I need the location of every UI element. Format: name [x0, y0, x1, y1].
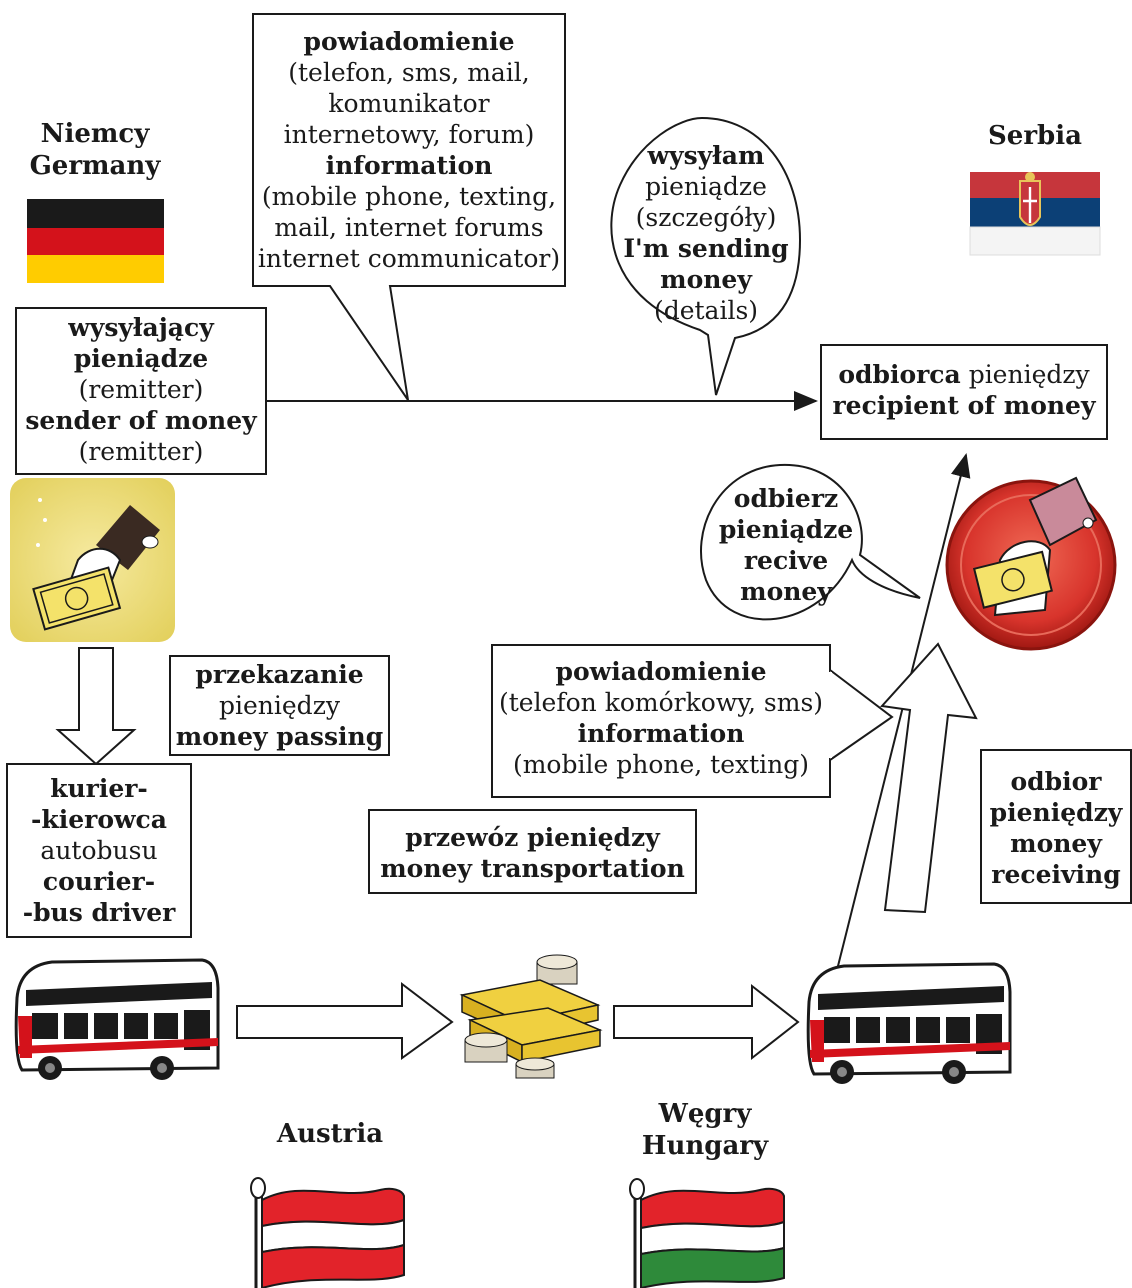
money-stack-icon	[459, 954, 603, 1079]
germany-pl: Niemcy	[40, 119, 150, 149]
transport-box-text: przewóz pieniędzy money transportation	[380, 823, 685, 883]
courier-box	[6, 763, 192, 938]
block-arrow-up	[879, 642, 978, 914]
courier-box-text: kurier- -kierowca autobusu courier- -bus…	[22, 774, 176, 927]
germany-flag	[27, 199, 164, 283]
info-box-2-pointer	[829, 669, 894, 761]
block-arrow-right-2	[613, 983, 800, 1061]
bubble-sending-text: wysyłam pieniądze (szczegóły) I'm sendin…	[623, 141, 789, 325]
block-arrow-right-1	[236, 981, 454, 1060]
passing-box-text: przekazanie pieniędzy money passing	[175, 660, 384, 751]
sender-box	[15, 307, 267, 475]
hand-receiving-money-icon	[945, 476, 1117, 651]
serbia-coat-of-arms	[1019, 172, 1041, 226]
money-transportation-box	[368, 809, 697, 894]
label-serbia: Serbia	[988, 121, 1082, 151]
hand-giving-money-icon	[10, 478, 175, 642]
bus-icon	[806, 962, 1012, 1084]
bus-icon	[14, 958, 220, 1080]
label-hungary: Węgry Hungary	[641, 1099, 769, 1161]
info-box-2	[491, 644, 831, 798]
speech-bubble-info-top	[252, 13, 566, 401]
speech-bubble-receive	[700, 463, 921, 621]
block-arrow-down	[55, 647, 137, 766]
austria-flag	[250, 1177, 405, 1288]
sender-box-text: wysyłający pieniądze (remitter) sender o…	[25, 313, 257, 466]
money-passing-box	[169, 655, 390, 756]
germany-en: Germany	[29, 151, 161, 181]
label-germany: Niemcy Germany	[20, 118, 170, 182]
label-austria: Austria	[276, 1119, 384, 1149]
money-receiving-box	[980, 749, 1132, 904]
receiving-box-text: odbior pieniędzy money receiving	[989, 767, 1123, 889]
bubble-top-text: powiadomienie (telefon, sms, mail, komun…	[257, 27, 561, 273]
info-box-2-text: powiadomienie (telefon komórkowy, sms) i…	[498, 657, 824, 779]
recipient-box-text: odbiorca pieniędzy recipient of money	[832, 360, 1096, 420]
hungary-flag	[629, 1178, 785, 1288]
recipient-box	[820, 344, 1108, 440]
arrow-bus-to-recipient	[831, 453, 971, 991]
serbia-flag	[969, 172, 1101, 256]
speech-bubble-sending	[610, 116, 802, 396]
bubble-receive-text: odbierz pieniądze recive money	[718, 484, 854, 606]
